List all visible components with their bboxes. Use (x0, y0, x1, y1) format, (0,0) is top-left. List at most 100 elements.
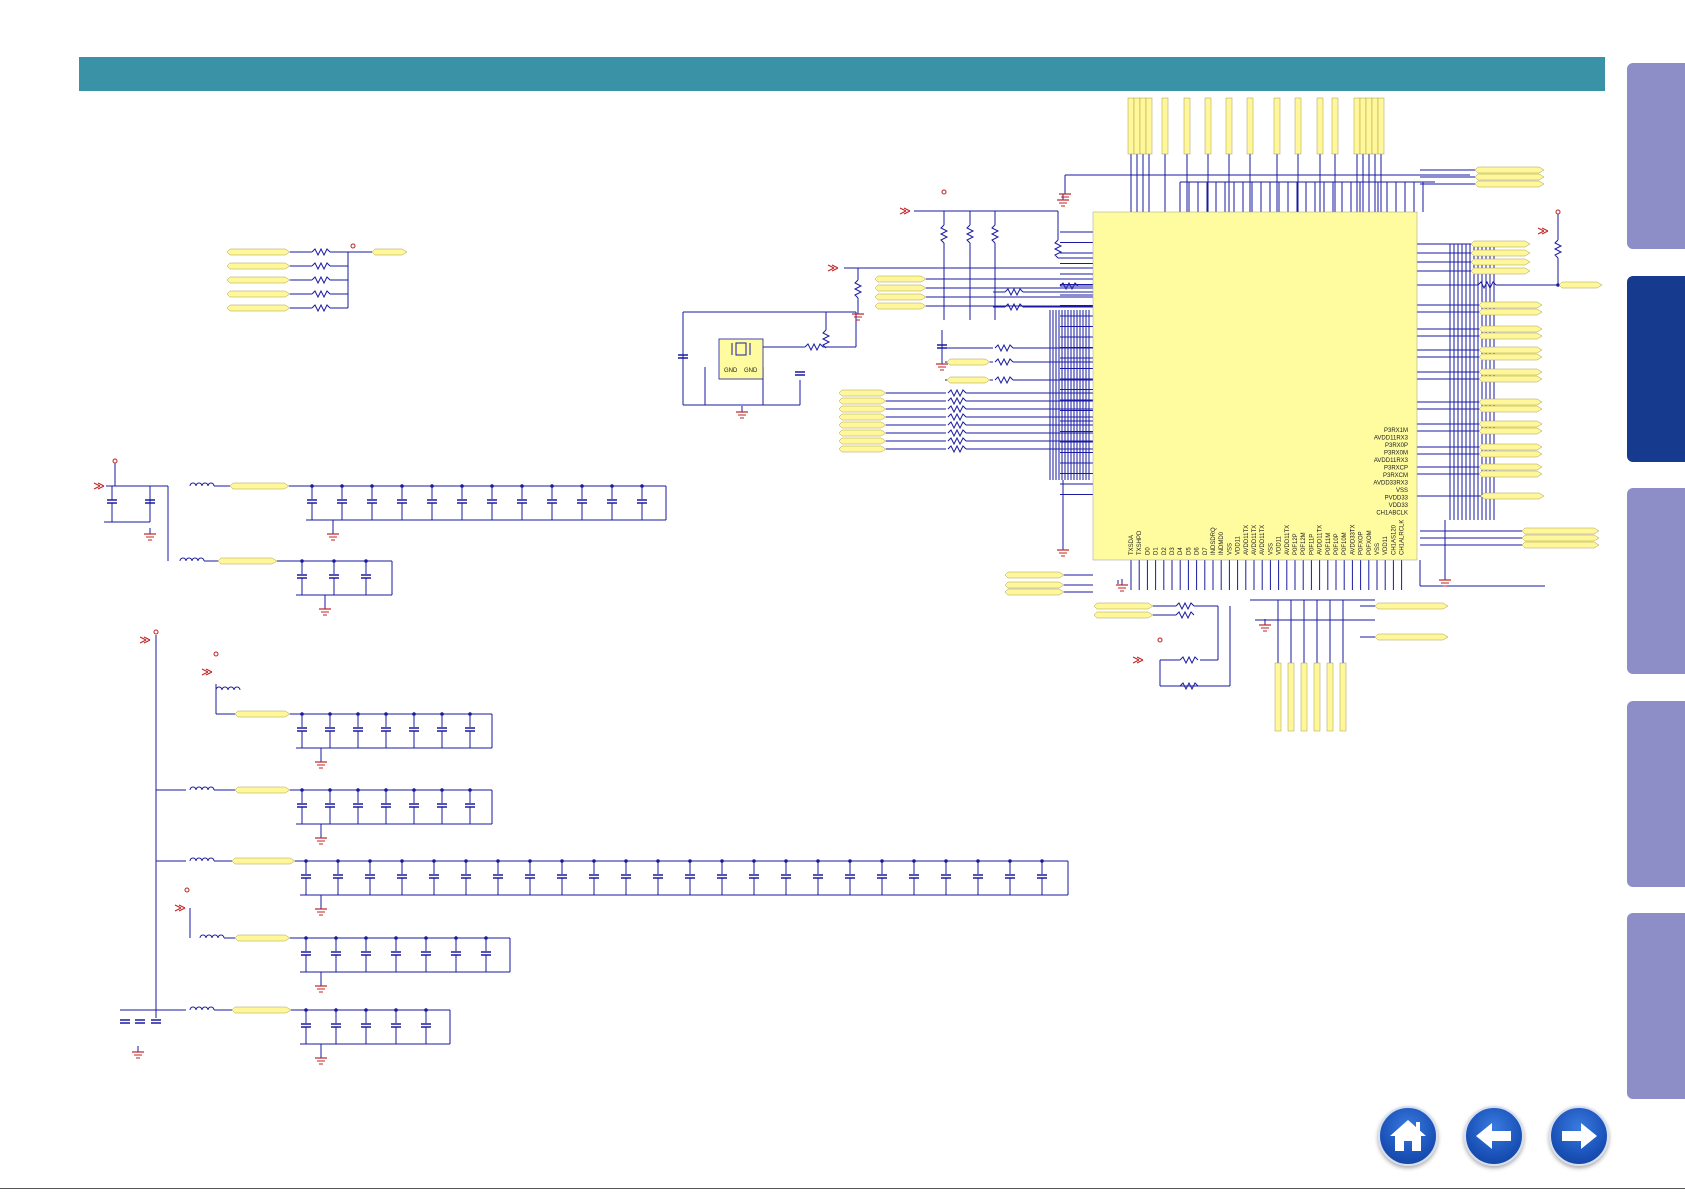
junction-dot (752, 859, 756, 863)
net-label (217, 557, 278, 565)
net-label (1326, 662, 1334, 732)
power-symbol (899, 207, 911, 215)
arrow-right-icon (1562, 1123, 1597, 1149)
junction-dot (848, 859, 852, 863)
net-label (226, 262, 291, 270)
net-label (1474, 166, 1545, 174)
chip-pin-label: AVDD11RX3 (1374, 436, 1409, 442)
side-tab-4[interactable] (1627, 701, 1685, 887)
net-label (1478, 332, 1543, 340)
home-button[interactable] (1378, 1106, 1438, 1166)
chip-pin-label: VDD11 (1236, 535, 1242, 555)
net-label (1478, 470, 1543, 478)
resistor-symbol (994, 357, 1014, 367)
side-tab-5[interactable] (1627, 913, 1685, 1099)
resistor-symbol (1059, 281, 1079, 291)
resistor-symbol (947, 396, 967, 406)
junction-dot (784, 859, 788, 863)
net-label (1478, 405, 1543, 413)
home-icon (1390, 1120, 1426, 1151)
chip-pin-label: D1 (1154, 547, 1160, 555)
net-label (1127, 97, 1135, 155)
net-label (1478, 420, 1543, 428)
net-label (1374, 633, 1449, 641)
net-label (1478, 368, 1543, 376)
net-label (874, 284, 927, 292)
junction-dot (454, 936, 458, 940)
net-label (1478, 443, 1543, 451)
net-label (1313, 662, 1321, 732)
junction-dot (440, 788, 444, 792)
net-label (1353, 97, 1361, 155)
junction-dot (300, 712, 304, 716)
side-tab-2[interactable] (1627, 276, 1685, 462)
junction-dot (300, 788, 304, 792)
net-label (1377, 97, 1385, 155)
resistor-symbol (311, 289, 331, 299)
junction-dot (370, 484, 374, 488)
chip-pin-label: AVDD11RX3 (1374, 458, 1409, 464)
net-label (1359, 97, 1367, 155)
net-label (1331, 97, 1339, 155)
main-ic-body (1092, 211, 1418, 561)
side-tab-1[interactable] (1627, 63, 1685, 249)
junction-dot (384, 788, 388, 792)
resistor-symbol (1477, 280, 1497, 290)
net-label (1470, 267, 1531, 275)
resistor-symbol (947, 412, 967, 422)
test-point (184, 887, 190, 893)
junction-dot (304, 859, 308, 863)
net-label (946, 376, 991, 384)
net-label (1478, 463, 1543, 471)
junction-dot (356, 788, 360, 792)
junction-dot (464, 859, 468, 863)
test-point (350, 243, 356, 249)
test-point (1555, 209, 1561, 215)
side-tab-3[interactable] (1627, 488, 1685, 674)
junction-dot (300, 559, 304, 563)
back-button[interactable] (1464, 1106, 1524, 1166)
net-label (1478, 353, 1543, 361)
chip-pin-label: P3RX0M (1384, 451, 1408, 457)
chip-pin-label: CH1ABCLK (1376, 511, 1408, 517)
resistor-symbol (947, 420, 967, 430)
net-label (838, 445, 887, 453)
junction-dot (1556, 283, 1560, 287)
chip-pin-label: P3RX0P (1385, 443, 1408, 449)
chip-pin-label: INDMD0 (1219, 531, 1225, 555)
junction-dot (592, 859, 596, 863)
net-label (1474, 173, 1545, 181)
junction-dot (624, 859, 628, 863)
junction-dot (304, 1008, 308, 1012)
net-label (1294, 97, 1302, 155)
net-label (1004, 581, 1065, 589)
net-label (1133, 97, 1141, 155)
chip-pin-label: AVDD11TX (1318, 525, 1324, 555)
net-label (838, 413, 887, 421)
chip-pin-label: INDSDRQ (1211, 527, 1217, 555)
net-label (1204, 97, 1212, 155)
junction-dot (656, 859, 660, 863)
chip-pin-label: TXSHPD (1137, 530, 1143, 555)
component-layer (93, 188, 1563, 1065)
net-label (226, 248, 291, 256)
resistor-symbol (1053, 239, 1063, 259)
chip-pin-label: VDD11 (1277, 535, 1283, 555)
chip-pin-label: VDD11 (1383, 535, 1389, 555)
chip-pin-label: P0F12M (1301, 532, 1307, 555)
test-point (153, 629, 159, 635)
net-label (1474, 180, 1545, 188)
chip-pin-label: AVDD33TX (1350, 524, 1356, 555)
resistor-symbol (965, 224, 975, 244)
net-label (1093, 602, 1154, 610)
net-label (234, 786, 291, 794)
junction-dot (430, 484, 434, 488)
net-label (1161, 97, 1169, 155)
junction-dot (424, 1008, 428, 1012)
resistor-symbol (311, 303, 331, 313)
net-label-layer (217, 97, 1603, 1014)
net-label (1225, 97, 1233, 155)
chip-pin-label: TXSDA (1129, 535, 1135, 555)
forward-button[interactable] (1549, 1106, 1609, 1166)
junction-dot (412, 788, 416, 792)
